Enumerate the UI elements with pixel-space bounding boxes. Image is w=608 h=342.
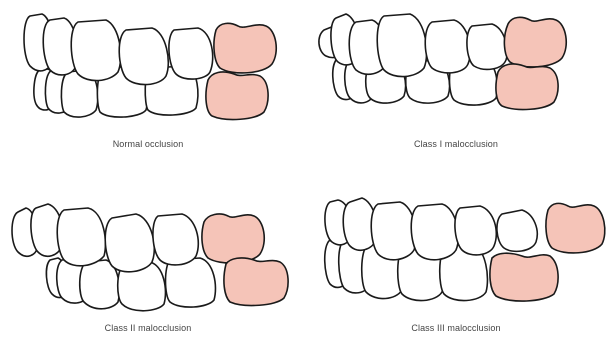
upper-tooth-3 (57, 208, 105, 266)
upper-tooth-4 (377, 14, 426, 77)
upper-tooth-6 (497, 210, 537, 251)
panel-class-2-malocclusion: Class II malocclusion (0, 180, 300, 342)
teeth-diagram-class-3 (304, 180, 608, 342)
upper-tooth-5 (169, 28, 213, 79)
upper-molar (214, 23, 276, 73)
upper-tooth-6 (467, 24, 507, 69)
lower-molar (496, 64, 558, 109)
lower-molar (224, 258, 288, 306)
caption-class-2-malocclusion: Class II malocclusion (38, 323, 258, 333)
upper-tooth-5 (425, 20, 470, 73)
upper-tooth-4 (411, 204, 458, 260)
upper-tooth-5 (153, 214, 198, 265)
caption-class-1-malocclusion: Class I malocclusion (346, 139, 566, 149)
teeth-diagram-class-2 (0, 180, 300, 342)
upper-molar (504, 17, 566, 67)
upper-tooth-5 (455, 206, 496, 255)
panel-normal-occlusion: Normal occlusion (0, 0, 300, 165)
caption-class-3-malocclusion: Class III malocclusion (346, 323, 566, 333)
upper-tooth-3 (371, 202, 416, 260)
caption-normal-occlusion: Normal occlusion (38, 139, 258, 149)
upper-tooth-4 (119, 28, 168, 85)
lower-molar (490, 253, 558, 301)
upper-tooth-3 (71, 20, 120, 81)
upper-molar (202, 214, 264, 263)
upper-molar (546, 203, 605, 253)
upper-tooth-4 (105, 214, 154, 272)
lower-molar (206, 72, 268, 119)
panel-class-3-malocclusion: Class III malocclusion (304, 180, 608, 342)
panel-class-1-malocclusion: Class I malocclusion (304, 0, 608, 165)
